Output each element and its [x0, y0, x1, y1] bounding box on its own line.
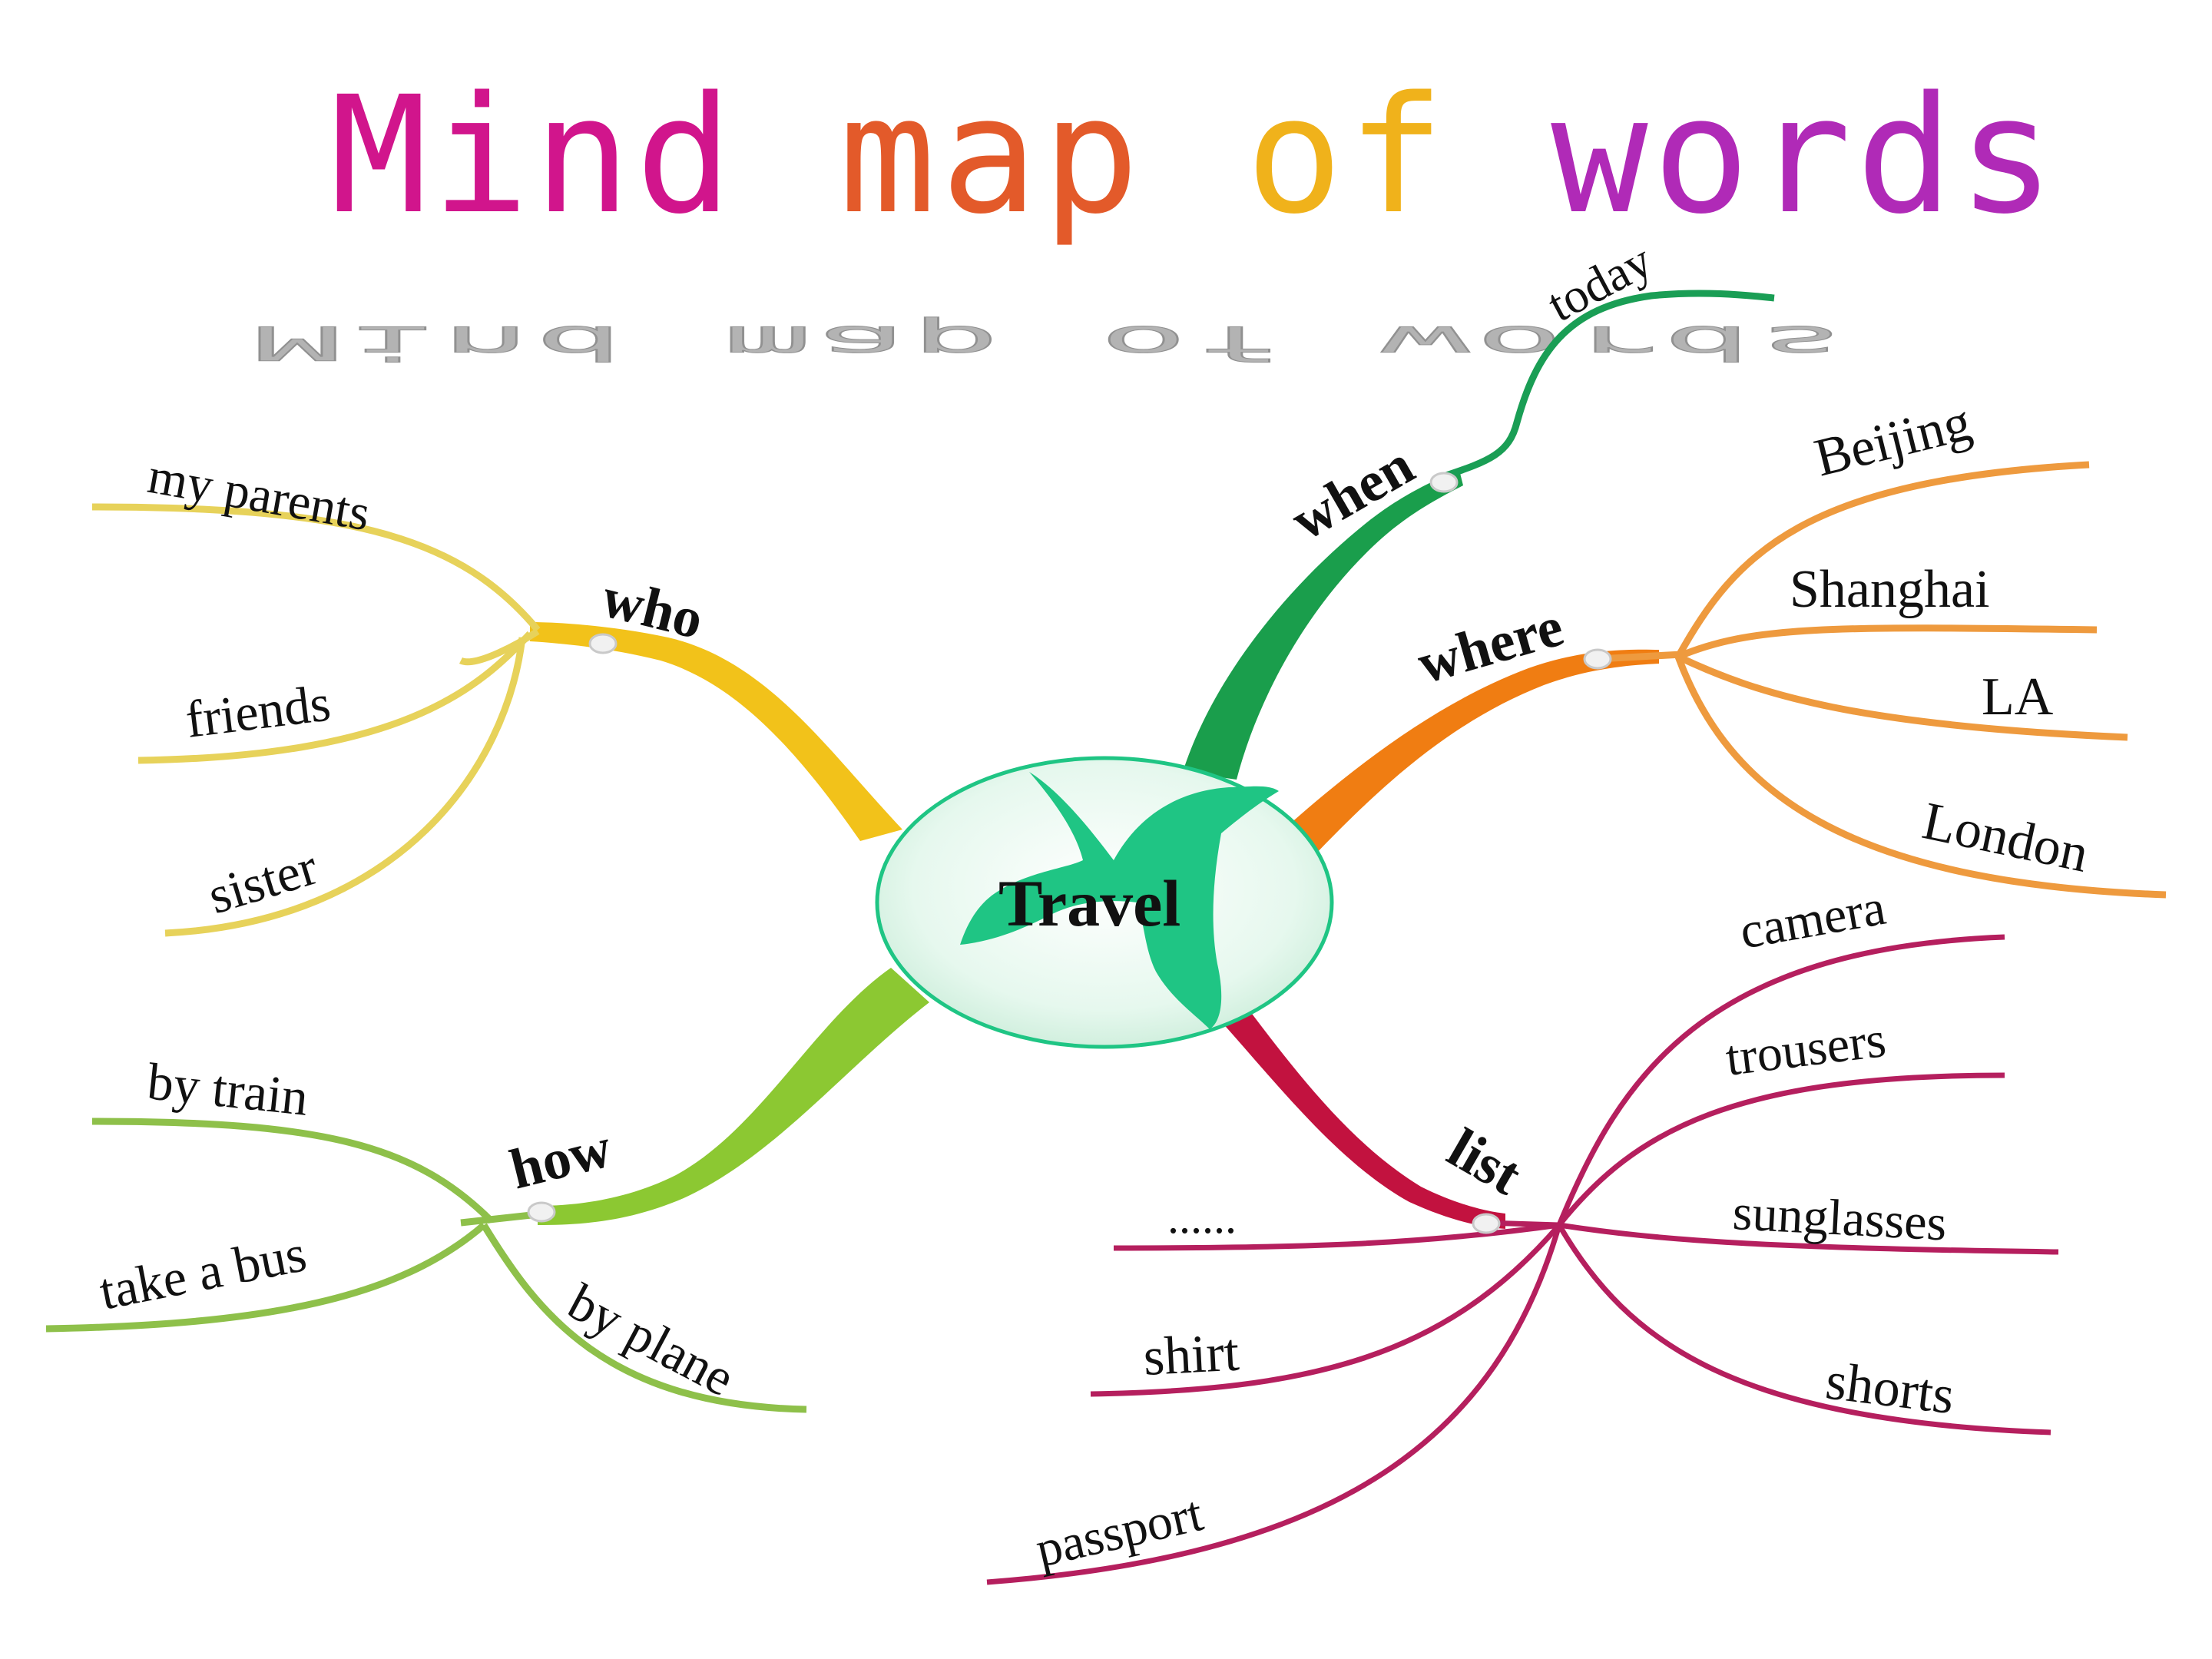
branch-where-stem: [1275, 649, 1659, 856]
page-title: Mind map of words: [330, 61, 2059, 250]
leaf-ellipsis: ......: [1167, 1192, 1237, 1243]
leaf-line: [91, 1118, 495, 1224]
center-node: Travel: [875, 756, 1334, 1049]
leaf-line: [1675, 461, 2090, 659]
leaf-beijing: Beijing: [1809, 392, 1977, 488]
branch-label-how: how: [504, 1116, 618, 1202]
leaf-line: [1556, 934, 2005, 1227]
title-area: Mind map of words Mind map of words: [0, 31, 2212, 371]
branch-label-list: list: [1438, 1117, 1532, 1207]
leaf-line: [1442, 290, 1775, 480]
leaf-trousers: trousers: [1723, 1012, 1889, 1087]
leaf-sister: sister: [201, 837, 324, 926]
branch-when-leaf-lines: [1442, 290, 1775, 480]
node-bead: [588, 633, 618, 654]
leaf-shorts: shorts: [1823, 1351, 1957, 1426]
branch-who-stem: [530, 622, 902, 841]
node-bead: [1429, 472, 1459, 493]
leaf-line: [1674, 655, 2167, 899]
branch-list-stem: [1221, 998, 1505, 1229]
leaf-line: [481, 1223, 807, 1413]
node-bead: [527, 1201, 556, 1223]
title-word-mind: Mind: [330, 61, 737, 250]
leaf-my-parents: my parents: [144, 448, 374, 541]
leaf-line: [1556, 1224, 2051, 1435]
leaf-line: [45, 1222, 486, 1333]
branch-list-leaf-lines: [986, 934, 2059, 1585]
leaf-by-plane: by plane: [559, 1272, 744, 1407]
leaf-line: [1677, 653, 2128, 741]
leaf-shirt: shirt: [1142, 1323, 1241, 1387]
leaf-line: [91, 503, 541, 632]
leaf-line: [1557, 1072, 2005, 1227]
title-word-words: words: [1551, 61, 2060, 250]
title-word-of: of: [1245, 61, 1449, 250]
branch-when-stem: [1183, 470, 1463, 780]
title-word-map: map: [839, 61, 1144, 250]
leaf-la: LA: [1982, 667, 2054, 727]
leaf-shanghai: Shanghai: [1790, 560, 1990, 619]
leaf-sunglasses: sunglasses: [1731, 1184, 1948, 1251]
node-bead: [1472, 1213, 1501, 1234]
leaf-line: [164, 637, 526, 937]
bird-icon: [960, 772, 1279, 1029]
leaf-camera: camera: [1736, 879, 1889, 960]
leaf-line: [1558, 1222, 2059, 1255]
branch-how-stem: [538, 968, 929, 1225]
leaf-friends: friends: [183, 673, 334, 748]
leaf-by-train: by train: [144, 1051, 310, 1126]
leaf-line: [986, 1224, 1562, 1585]
center-label: Travel: [998, 866, 1181, 940]
branch-who-leaf-lines: [91, 503, 541, 937]
branch-who: who my parents friends sister: [91, 448, 902, 937]
leaf-take-a-bus: take a bus: [94, 1224, 310, 1320]
node-bead: [1583, 648, 1612, 670]
leaf-line: [137, 631, 533, 764]
leaf-line: [1677, 624, 2098, 661]
leaf-line: [1113, 1222, 1560, 1251]
leaf-line: [1090, 1223, 1561, 1397]
branch-how: how by train take a bus by plane: [45, 968, 929, 1413]
leaf-today: today: [1538, 233, 1661, 332]
leaf-line: [459, 628, 540, 666]
